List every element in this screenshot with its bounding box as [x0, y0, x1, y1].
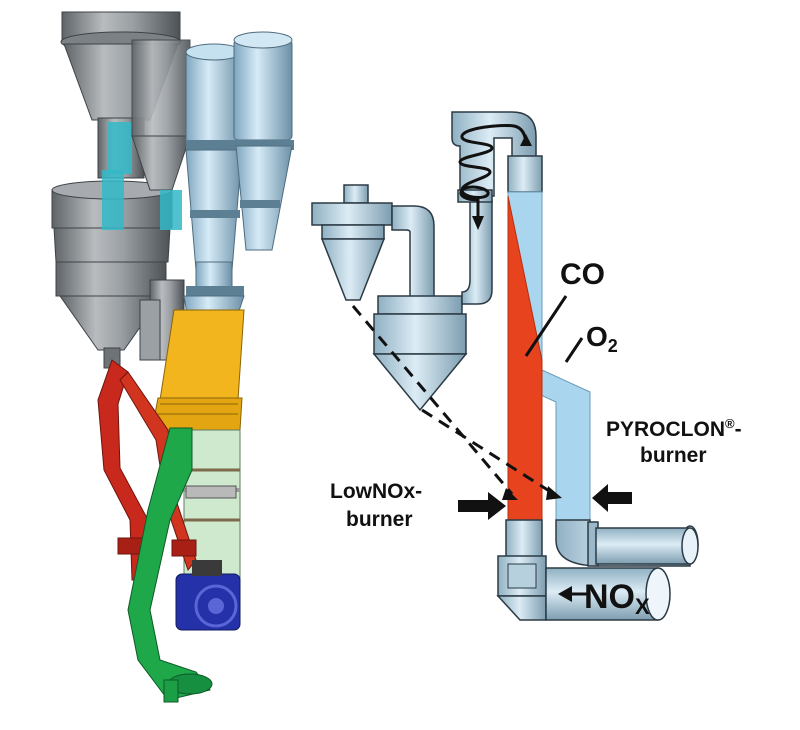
- yellow-riser-duct: [151, 309, 245, 431]
- top-swirl-cyclone: [451, 111, 537, 230]
- blue-cyclone-pair: [183, 31, 294, 321]
- lownox-burner-label-line2: burner: [346, 508, 413, 531]
- precalciner-schematic: CO O2 PYROCLON®- burner LowNOx- burner N…: [311, 111, 742, 621]
- green-gooseneck-duct: [127, 427, 213, 703]
- plant-3d-illustration: [51, 11, 294, 703]
- grey-cyclone-tower: [51, 11, 191, 369]
- black-arrow-icon: [472, 216, 484, 230]
- black-arrow-icon: [458, 492, 506, 520]
- pyroclon-burner-label-line2: burner: [640, 444, 707, 467]
- spiral-flow-icon: [458, 124, 528, 222]
- lower-duct-system: [496, 519, 699, 621]
- black-arrow-icon: [592, 484, 632, 512]
- middle-cyclone: [372, 199, 493, 412]
- o2-label: O2: [586, 321, 618, 356]
- calciner-column: [183, 429, 241, 581]
- co-indicator-line: [524, 295, 568, 357]
- black-arrow-icon: [558, 586, 572, 602]
- o2-indicator-line: [564, 337, 584, 363]
- pyroclon-burner-label-line1: PYROCLON®-: [606, 416, 742, 441]
- kiln-inlet-blue: [175, 560, 241, 631]
- calciner-riser: [507, 155, 591, 521]
- upper-cyclone: [311, 184, 435, 301]
- nox-label: NOX: [584, 578, 650, 619]
- co-label: CO: [560, 258, 605, 291]
- burner-arrows: [458, 484, 632, 520]
- lownox-burner-label-line1: LowNOx-: [330, 480, 422, 503]
- black-arrow-icon: [520, 134, 532, 146]
- dashed-meal-flow: [351, 305, 562, 500]
